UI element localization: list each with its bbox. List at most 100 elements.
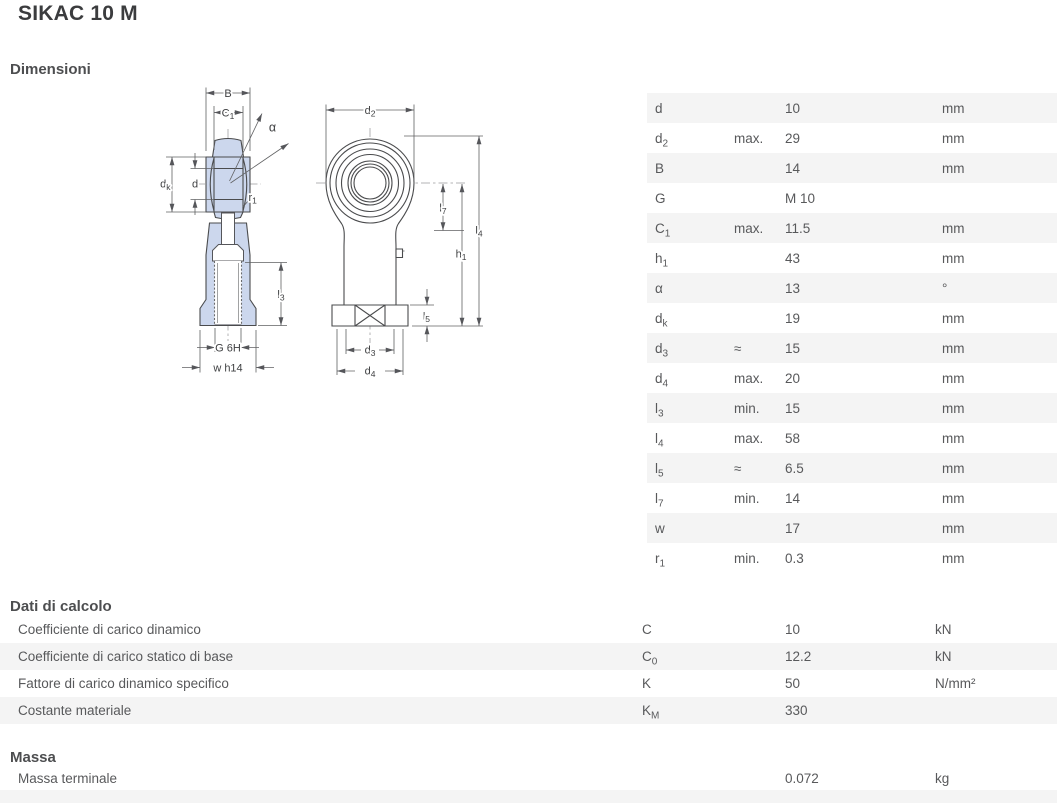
unit-cell: mm [942,100,965,116]
unit-cell: mm [942,340,965,356]
symbol-cell: dk [655,310,668,330]
value-cell: 6.5 [785,460,804,476]
table-row: d3 ≈15 mm [647,333,1057,363]
section-heading-calculation: Dati di calcolo [10,598,112,615]
value-cell: 50 [785,676,801,691]
value-cell: 19 [785,310,801,326]
value-cell: 14 [785,490,801,506]
value-cell: M 10 [785,190,816,206]
unit-cell: mm [942,370,965,386]
table-row: Fattore di carico dinamico specifico K 50 N… [0,670,1057,697]
table-row: w 17 mm [647,513,1057,543]
value-cell: 0.072 [785,771,819,786]
section-heading-dimensions: Dimensioni [10,61,91,78]
symbol-cell: C1 [655,220,671,240]
symbol-cell: l4 [655,430,664,450]
symbol-cell: C [642,622,652,637]
qualifier-cell: max. [734,370,764,386]
dim-label-G6H: G 6H [215,343,241,355]
unit-cell: mm [942,550,965,566]
symbol-cell: G [655,190,666,206]
section-heading-mass: Massa [10,749,56,766]
table-row: Coefficiente di carico dinamico C 10 kN [0,616,1057,643]
unit-cell: kg [935,771,950,786]
value-cell: 15 [785,400,801,416]
value-cell: 20 [785,370,801,386]
unit-cell: mm [942,520,965,536]
dim-label-r1: r1 [249,192,258,206]
value-cell: 17 [785,520,801,536]
row-label: Fattore di carico dinamico specifico [18,676,229,691]
dim-label-h1: h1 [456,249,467,263]
unit-cell: mm [942,430,965,446]
symbol-cell: h1 [655,250,669,270]
left-view: B C1 α dk d r1 l3 G 6H w h14 [158,86,289,376]
unit-cell: mm [942,310,965,326]
value-cell: 13 [785,280,801,296]
value-cell: 330 [785,703,808,718]
row-label: Costante materiale [18,703,132,718]
value-cell: 29 [785,130,801,146]
unit-cell: mm [942,400,965,416]
unit-cell: N/mm² [935,676,976,691]
unit-cell: mm [942,460,965,476]
value-cell: 58 [785,430,801,446]
qualifier-cell: ≈ [734,460,742,476]
symbol-cell: K [642,676,652,691]
table-row: d4 max. 20 mm [647,363,1057,393]
dim-label-d2: d2 [365,105,376,119]
symbol-cell: B [655,160,665,176]
symbol-cell: d4 [655,370,669,390]
row-label: Coefficiente di carico statico di base [18,649,234,664]
dim-label-l4: l4 [475,225,482,239]
table-row: G M 10 [647,183,1057,213]
value-cell: 12.2 [785,649,812,664]
symbol-cell: w [655,520,665,536]
partial-next-row [0,790,1057,803]
qualifier-cell: ≈ [734,340,742,356]
dim-label-l7: l7 [439,203,446,217]
symbol-cell: r1 [655,550,666,570]
dim-label-alpha: α [269,121,276,135]
dim-label-d: d [192,179,198,191]
technical-drawing: B C1 α dk d r1 l3 G 6H w h14 [158,86,485,381]
table-row: dk 19 mm [647,303,1057,333]
dim-label-d3: d3 [365,345,376,359]
right-view: d2 l7 h1 l4 l5 d3 d4 [316,103,485,381]
unit-cell: kN [935,649,952,664]
unit-cell: mm [942,250,965,266]
dim-label-d4: d4 [365,366,376,380]
value-cell: 14 [785,160,801,176]
symbol-cell: α [655,280,663,296]
value-cell: 11.5 [785,220,811,236]
value-cell: 15 [785,340,801,356]
dim-label-l3: l3 [277,289,284,303]
unit-cell: mm [942,220,965,236]
dim-label-C1: C1 [222,108,235,122]
unit-cell: ° [942,280,948,296]
unit-cell: kN [935,622,952,637]
symbol-cell: l7 [655,490,664,510]
row-label: Coefficiente di carico dinamico [18,622,201,637]
value-cell: 0.3 [785,550,804,566]
qualifier-cell: min. [734,400,760,416]
symbol-cell: C0 [642,649,658,668]
qualifier-cell: max. [734,430,764,446]
symbol-cell: d3 [655,340,669,360]
table-row: α 13 ° [647,273,1057,303]
value-cell: 10 [785,622,801,637]
table-row: Coefficiente di carico statico di base C0… [0,643,1057,670]
qualifier-cell: min. [734,490,760,506]
